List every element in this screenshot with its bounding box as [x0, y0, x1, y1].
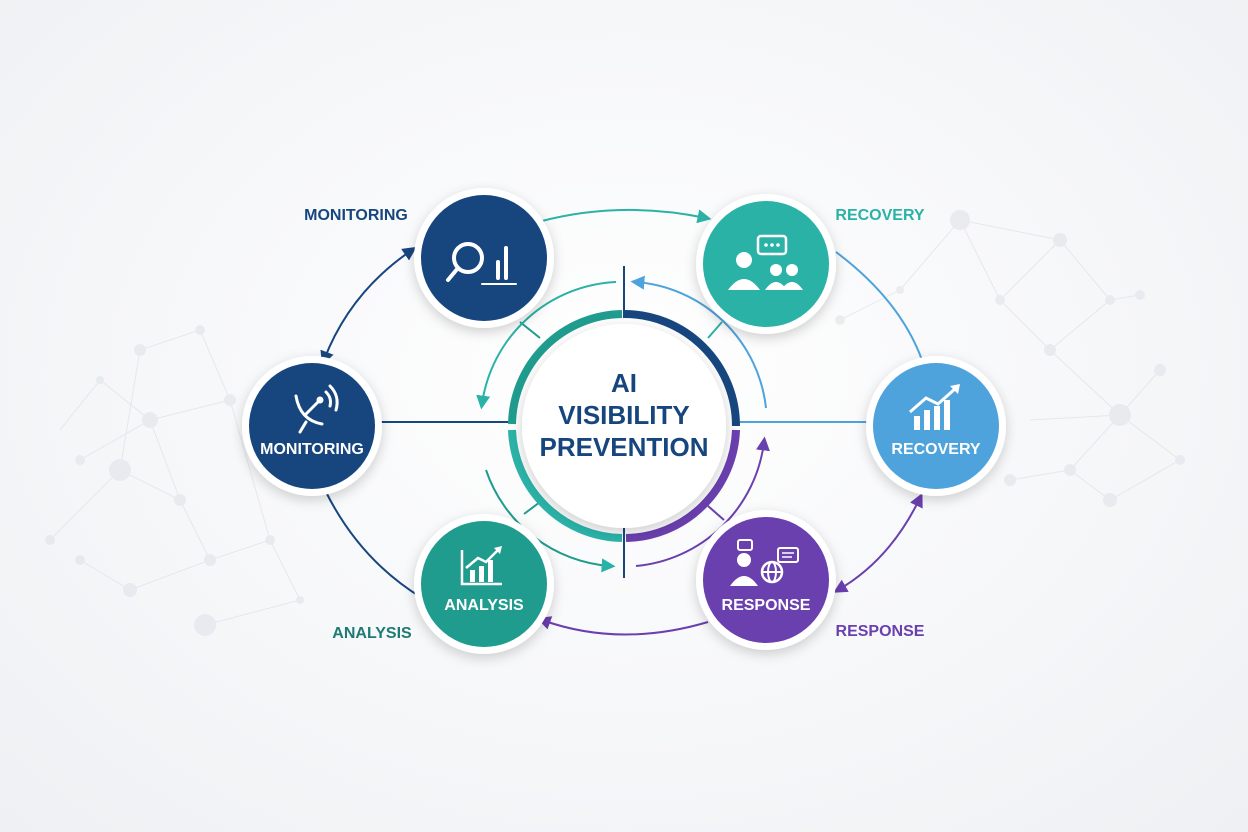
outer-label-response: RESPONSE: [836, 623, 925, 640]
node-response[interactable]: RESPONSE: [696, 510, 836, 650]
support-globe-icon: [730, 539, 799, 586]
arrow-monitoring-to-recovery: [537, 208, 712, 224]
node-recovery-top[interactable]: [696, 194, 836, 334]
arrow-recovery-to-response: [833, 492, 923, 593]
node-monitoring-top[interactable]: [414, 188, 554, 328]
outer-label-analysis: ANALYSIS: [332, 625, 412, 642]
satellite-dish-icon: [294, 384, 339, 434]
node-recovery-right[interactable]: RECOVERY: [866, 356, 1006, 496]
center-hub: AI VISIBILITY PREVENTION: [522, 324, 726, 528]
center-title-line-3: PREVENTION: [539, 432, 708, 462]
magnifier-chart-icon: [446, 242, 517, 285]
center-title-line-1: AI: [611, 368, 637, 398]
arrow-recovery-to-recovery: [835, 251, 923, 361]
arrow-analysis-to-monitoring: [325, 491, 423, 599]
center-title-line-2: VISIBILITY: [558, 400, 689, 430]
background-network: [45, 210, 1185, 636]
node-analysis[interactable]: ANALYSIS: [414, 514, 554, 654]
center-ring: [508, 310, 740, 542]
inner-spokes: [378, 266, 872, 578]
node-label-response: RESPONSE: [722, 597, 811, 614]
node-label-recovery-right: RECOVERY: [891, 441, 981, 458]
outer-label-recovery: RECOVERY: [835, 207, 925, 224]
arrow-response-to-analysis: [536, 616, 709, 636]
node-monitoring-left[interactable]: MONITORING: [242, 356, 382, 496]
arrow-monitoring-to-monitoring: [320, 246, 417, 366]
trend-chart-icon: [460, 546, 502, 586]
outer-label-monitoring: MONITORING: [304, 207, 408, 224]
cycle-arrows: [320, 208, 923, 636]
growth-chart-icon: [909, 384, 960, 430]
node-label-monitoring-left: MONITORING: [260, 441, 364, 458]
node-label-analysis: ANALYSIS: [444, 597, 524, 614]
people-chat-icon: [728, 234, 803, 290]
